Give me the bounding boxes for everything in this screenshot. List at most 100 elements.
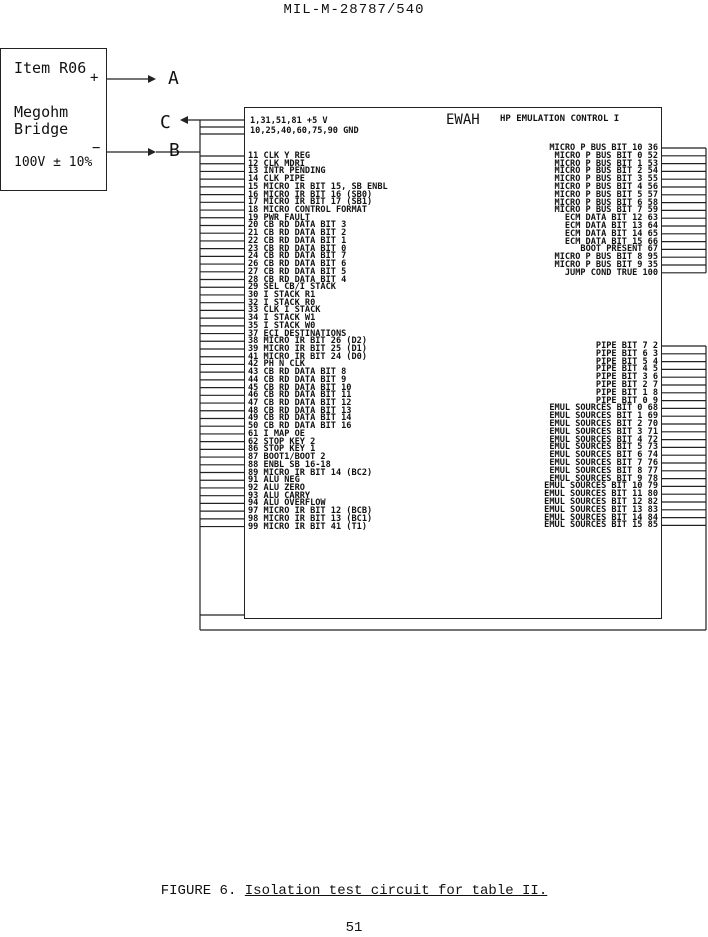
pin-label: 24 CB RD DATA BIT 7 [248, 251, 347, 262]
pin-label: 20 CB RD DATA BIT 3 [248, 220, 347, 231]
pin-label: PIPE BIT 5 4 [595, 356, 658, 367]
pin-label: MICRO P BUS BIT 0 52 [554, 150, 658, 161]
pin-label: 21 CB RD DATA BIT 2 [248, 228, 347, 239]
pin-label: PIPE BIT 7 2 [595, 341, 658, 351]
pin-label: MICRO P BUS BIT 7 59 [554, 205, 658, 216]
pin-label: 49 CB RD DATA BIT 14 [248, 413, 352, 424]
terminal-c-label: C [160, 112, 171, 133]
pin-label: MICRO P BUS BIT 4 56 [554, 182, 658, 192]
pin-label: PIPE BIT 1 8 [595, 387, 658, 398]
pin-label: EMUL SOURCES BIT 2 70 [549, 419, 658, 429]
pin-label: MICRO P BUS BIT 10 36 [549, 143, 658, 153]
figure-label: FIGURE 6. [160, 883, 237, 899]
pin-label: EMUL SOURCES BIT 0 68 [549, 403, 658, 414]
pin-label: EMUL SOURCES BIT 5 73 [549, 442, 658, 453]
pin-label: EMUL SOURCES BIT 9 78 [549, 473, 658, 484]
document-number: MIL-M-28787/540 [283, 2, 425, 18]
pin-label: 98 MICRO IR BIT 13 (BC1) [248, 513, 373, 524]
plus-terminal-sign: + [90, 70, 99, 86]
bridge-bridge-label: Bridge [14, 120, 69, 138]
pin-label: 27 CB RD DATA BIT 5 [248, 266, 347, 277]
pin-label: MICRO P BUS BIT 5 57 [554, 189, 658, 200]
pin-label: 41 MICRO IR BIT 24 (D0) [248, 351, 367, 362]
pin-label: EMUL SOURCES BIT 6 74 [549, 450, 658, 461]
pin-label: PIPE BIT 2 7 [595, 380, 658, 390]
pin-label: 33 CLK I STACK [248, 305, 321, 316]
pin-label: 18 MICRO CONTROL FORMAT [248, 205, 367, 216]
pin-label: MICRO P BUS BIT 1 53 [554, 158, 658, 169]
bridge-megohm-label: Megohm [14, 103, 69, 121]
ground-pin-label: 10,25,40,60,75,90 GND [250, 126, 359, 136]
pin-label: ECM DATA BIT 14 65 [564, 228, 658, 239]
pin-label: 38 MICRO IR BIT 26 (D2) [248, 336, 367, 347]
pin-label: 47 CB RD DATA BIT 12 [248, 398, 352, 409]
minus-terminal-sign: − [92, 140, 101, 156]
pin-label: 45 CB RD DATA BIT 10 [248, 382, 352, 393]
pin-label: 97 MICRO IR BIT 12 (BCB) [248, 506, 373, 517]
pin-label: EMUL SOURCES BIT 14 84 [544, 512, 658, 523]
pin-label: ECM DATA BIT 12 63 [564, 213, 658, 224]
pin-label: 11 CLK Y REG [248, 151, 311, 161]
pin-label: MICRO P BUS BIT 8 95 [554, 252, 658, 263]
pin-label: 37 ECI DESTINATIONS [248, 328, 347, 339]
pin-label: EMUL SOURCES BIT 3 71 [549, 426, 658, 437]
pin-label: 93 ALU CARRY [248, 490, 311, 501]
board-title: HP EMULATION CONTROL I [500, 114, 620, 124]
pin-label: 14 CLK PIPE [248, 174, 305, 185]
pin-label: 91 ALU NEG [248, 475, 300, 486]
pin-label: EMUL SOURCES BIT 11 80 [544, 489, 658, 500]
arrow-b [148, 148, 156, 156]
pin-label: 17 MICRO IR BIT 17 (SB1) [248, 197, 373, 208]
pin-label: EMUL SOURCES BIT 4 72 [549, 434, 658, 445]
pin-label: 92 ALU ZERO [248, 482, 305, 493]
bridge-item-label: Item R06 [14, 59, 87, 77]
pin-label: 15 MICRO IR BIT 15, SB ENBL [248, 181, 388, 192]
pin-label: 19 PWR FAULT [248, 212, 311, 223]
pin-label: 89 MICRO IR BIT 14 (BC2) [248, 467, 373, 478]
pin-label: ECM DATA BIT 15 66 [564, 236, 658, 247]
pin-label: EMUL SOURCES BIT 7 76 [549, 458, 658, 468]
pin-label: 39 MICRO IR BIT 25 (D1) [248, 344, 367, 354]
pin-label: 86 STOP KEY 1 [248, 444, 316, 455]
pin-label: 46 CB RD DATA BIT 11 [248, 390, 352, 401]
pin-label: JUMP COND TRUE 100 [564, 267, 658, 278]
bridge-voltage-label: 100V ± 10% [14, 155, 93, 170]
pin-label: BOOT PRESENT 67 [580, 244, 658, 255]
pin-label: MICRO P BUS BIT 2 54 [554, 166, 658, 177]
megohm-bridge-box [0, 48, 107, 191]
pin-label: 88 ENBL SB 16-18 [248, 459, 331, 470]
pin-label: 42 PH N CLK [248, 359, 305, 370]
pin-label: ECM DATA BIT 13 64 [564, 221, 658, 231]
pin-label: MICRO P BUS BIT 9 35 [554, 260, 658, 270]
terminal-b-label: B [169, 140, 180, 161]
power-pin-label: 1,31,51,81 +5 V [250, 116, 328, 126]
pin-label: EMUL SOURCES BIT 15 85 [544, 520, 658, 531]
wire-group [107, 78, 707, 631]
circuit-card-outline [244, 107, 662, 619]
pin-label: 28 CB RD DATA BIT 4 [248, 274, 347, 285]
pin-label: 26 CB RD DATA BIT 6 [248, 259, 347, 270]
pin-label: PIPE BIT 0 9 [595, 395, 658, 406]
pin-label: PIPE BIT 3 6 [595, 372, 658, 383]
figure-caption: FIGURE 6. Isolation test circuit for tab… [0, 883, 708, 899]
terminal-a-label: A [168, 68, 179, 89]
pin-label: 34 I STACK W1 [248, 313, 316, 324]
pin-label: 30 I STACK R1 [248, 289, 316, 300]
pin-label: EMUL SOURCES BIT 8 77 [549, 465, 658, 476]
pin-label: PIPE BIT 4 5 [595, 364, 658, 375]
pin-label: 22 CB RD DATA BIT 1 [248, 235, 347, 246]
pin-label: 94 ALU OVERFLOW [248, 498, 326, 509]
pin-label: 62 STOP KEY 2 [248, 436, 316, 447]
pin-label: 48 CB RD DATA BIT 13 [248, 405, 352, 416]
figure-title: Isolation test circuit for table II. [244, 883, 548, 899]
pin-label: EMUL SOURCES BIT 13 83 [544, 504, 658, 515]
board-name: EWAH [446, 112, 480, 128]
pin-label: 29 SEL CB/I STACK [248, 282, 336, 293]
pin-label: 61 I MAP OE [248, 428, 305, 439]
arrow-a [148, 75, 156, 83]
pin-label: PIPE BIT 6 3 [595, 348, 658, 359]
pin-label: 50 CB RD DATA BIT 16 [248, 421, 352, 432]
pin-label: 16 MICRO IR BIT 16 (SB0) [248, 189, 373, 200]
pin-label: EMUL SOURCES BIT 1 69 [549, 411, 658, 422]
